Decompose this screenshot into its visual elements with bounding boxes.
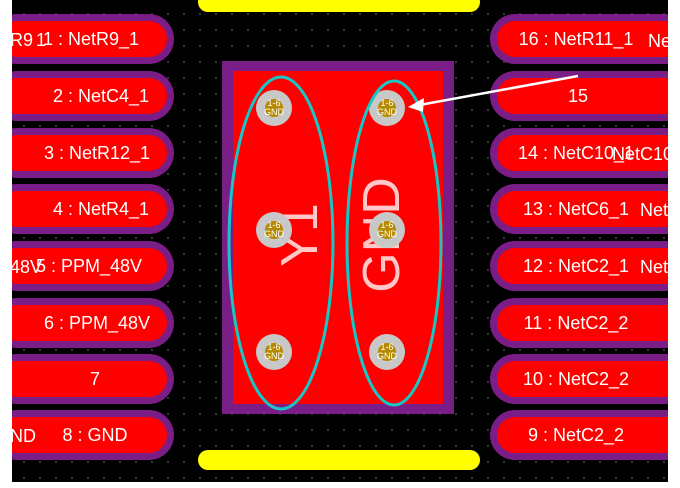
pad-16-label: 16 : NetR11_1 xyxy=(518,28,634,49)
via-2-layer: 1-6 xyxy=(380,98,394,108)
pad-8-copper: 8 : GND xyxy=(12,417,167,453)
pad-3-label: 3 : NetR12_1 xyxy=(43,142,151,163)
pad-13-label: 13 : NetC6_1 xyxy=(522,198,630,219)
pad-7[interactable]: 7 xyxy=(12,354,174,404)
via-1[interactable]: 1-6 GND xyxy=(256,90,292,126)
via-4-drill xyxy=(378,221,396,239)
silkscreen-bar-top xyxy=(198,0,480,12)
pad-16-copper: 16 : NetR11_1 xyxy=(497,21,668,57)
via-6-net: GND xyxy=(377,351,397,361)
annotation-layer xyxy=(227,74,579,411)
pad-11-label: 11 : NetC2_2 xyxy=(523,312,629,333)
via-1-layer: 1-6 xyxy=(267,98,281,108)
highlight-ellipse-left xyxy=(227,75,335,411)
pad-9-copper: 9 : NetC2_2 xyxy=(497,417,668,453)
via-6-layer: 1-6 xyxy=(380,342,394,352)
via-3-net: GND xyxy=(264,229,284,239)
pad-4-label: 4 : NetR4_1 xyxy=(52,198,150,219)
annotation-arrow-head xyxy=(408,98,424,112)
via-4-net: GND xyxy=(377,229,397,239)
pad-7-label: 7 xyxy=(89,368,100,389)
pad-4-copper: 4 : NetR4_1 xyxy=(12,191,167,227)
pad-3[interactable]: 3 : NetR12_1 xyxy=(12,128,174,178)
pad-1[interactable]: 1 : NetR9_1 xyxy=(12,14,174,64)
pad-6-label: 6 : PPM_48V xyxy=(43,312,151,333)
pad-2[interactable]: 2 : NetC4_1 xyxy=(12,71,174,121)
pad-12-copper: 12 : NetC2_1 xyxy=(497,248,668,284)
pad-6-copper: 6 : PPM_48V xyxy=(12,305,167,341)
pad-14-label: 14 : NetC10_1 xyxy=(517,142,635,163)
pad-5-label: 5 : PPM_48V xyxy=(35,255,143,276)
via-1-net: GND xyxy=(264,107,284,117)
pad-9-label: 9 : NetC2_2 xyxy=(527,424,625,445)
highlight-ellipse-right xyxy=(345,79,443,407)
via-6[interactable]: 1-6 GND xyxy=(369,334,405,370)
via-5[interactable]: 1-6 GND xyxy=(256,334,292,370)
via-1-drill xyxy=(265,99,283,117)
via-3[interactable]: 1-6 GND xyxy=(256,212,292,248)
pad-15-label: 15 xyxy=(567,85,589,106)
pad-2-label: 2 : NetC4_1 xyxy=(52,85,150,106)
pad-1-copper: 1 : NetR9_1 xyxy=(12,21,167,57)
pad-6[interactable]: 6 : PPM_48V xyxy=(12,298,174,348)
pad-3-copper: 3 : NetR12_1 xyxy=(12,135,167,171)
pad-8-label: 8 : GND xyxy=(62,424,128,445)
via-6-drill xyxy=(378,343,396,361)
pad-14[interactable]: 14 : NetC10_1 xyxy=(490,128,668,178)
via-5-drill xyxy=(265,343,283,361)
pad-5[interactable]: 5 : PPM_48V xyxy=(12,241,174,291)
pad-4[interactable]: 4 : NetR4_1 xyxy=(12,184,174,234)
pad-12[interactable]: 12 : NetC2_1 xyxy=(490,241,668,291)
pad-10[interactable]: 10 : NetC2_2 xyxy=(490,354,668,404)
via-2-drill xyxy=(378,99,396,117)
via-3-drill xyxy=(265,221,283,239)
pad-5-copper: 5 : PPM_48V xyxy=(12,248,167,284)
via-3-layer: 1-6 xyxy=(267,220,281,230)
pad-13[interactable]: 13 : NetC6_1 xyxy=(490,184,668,234)
pad-14-copper: 14 : NetC10_1 xyxy=(497,135,668,171)
pad-15[interactable]: 15 xyxy=(490,71,668,121)
via-4[interactable]: 1-6 GND xyxy=(369,212,405,248)
pad-9[interactable]: 9 : NetC2_2 xyxy=(490,410,668,460)
pad-15-copper: 15 xyxy=(497,78,668,114)
pad-10-label: 10 : NetC2_2 xyxy=(522,368,630,389)
pad-8[interactable]: 8 : GND xyxy=(12,410,174,460)
via-4-layer: 1-6 xyxy=(380,220,394,230)
pad-10-copper: 10 : NetC2_2 xyxy=(497,361,668,397)
pad-13-copper: 13 : NetC6_1 xyxy=(497,191,668,227)
pad-7-copper: 7 xyxy=(12,361,167,397)
silkscreen-bar-bottom xyxy=(198,450,480,470)
via-5-net: GND xyxy=(264,351,284,361)
pad-2-copper: 2 : NetC4_1 xyxy=(12,78,167,114)
pad-16[interactable]: 16 : NetR11_1 xyxy=(490,14,668,64)
pad-12-label: 12 : NetC2_1 xyxy=(522,255,630,276)
pad-11[interactable]: 11 : NetC2_2 xyxy=(490,298,668,348)
via-2-net: GND xyxy=(377,107,397,117)
pcb-view[interactable]: 1 : NetR9_1 2 : NetC4_1 3 : NetR12_1 4 :… xyxy=(12,0,668,482)
via-5-layer: 1-6 xyxy=(267,342,281,352)
pad-1-label: 1 : NetR9_1 xyxy=(42,28,140,49)
annotation-arrow-line xyxy=(413,74,579,108)
pad-11-copper: 11 : NetC2_2 xyxy=(497,305,668,341)
